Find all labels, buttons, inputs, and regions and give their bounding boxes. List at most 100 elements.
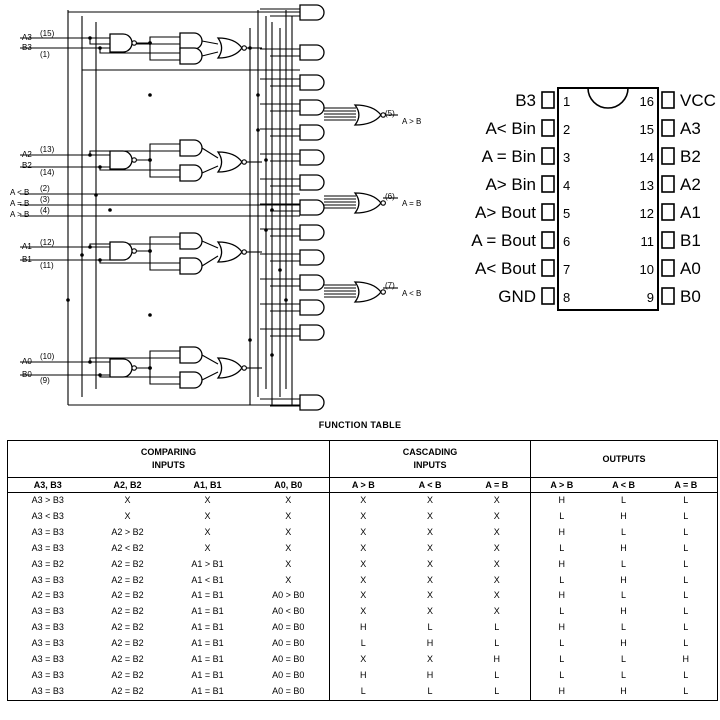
table-cell: X — [329, 652, 397, 668]
table-cell: X — [493, 526, 500, 537]
and-gate — [299, 74, 325, 91]
table-cell: X — [493, 495, 500, 505]
table-cell: L — [530, 652, 593, 668]
table-cell: A3 < B3 — [7, 508, 88, 525]
inverter-bubble — [380, 200, 386, 206]
pin-box-right — [661, 91, 675, 109]
table-cell: L — [654, 683, 719, 701]
and-gate — [299, 274, 325, 291]
table-cell: A3 = B3 — [7, 636, 88, 653]
and-gate — [109, 358, 133, 378]
and-gate — [109, 241, 133, 261]
pin-number-right: 9 — [647, 290, 654, 305]
column-header: A > B — [530, 477, 593, 493]
input-label-b1: B1 — [22, 255, 32, 264]
inverter-bubble — [241, 365, 247, 371]
table-cell: H — [530, 492, 593, 509]
table-cell: L — [621, 495, 627, 505]
and-gate — [299, 249, 325, 266]
table-cell: A0 > B0 — [272, 590, 305, 601]
junction-dot — [66, 298, 70, 302]
wire — [149, 43, 180, 61]
and-gate — [179, 371, 203, 389]
column-header: A = B — [463, 477, 531, 493]
table-cell: L — [530, 636, 593, 653]
input-label-a0: A0 — [22, 357, 32, 366]
wire — [201, 51, 219, 57]
pin-label-right: VCC — [680, 91, 716, 110]
wire — [201, 165, 219, 174]
table-cell: A3 = B3 — [7, 572, 88, 589]
input-label-a1: A1 — [22, 242, 32, 251]
input-label-altb-in: A < B — [10, 188, 29, 197]
table-cell: H — [620, 542, 627, 553]
output-pin-aeqb: (6) — [385, 192, 395, 201]
junction-dot — [278, 268, 282, 272]
table-cell: X — [204, 510, 211, 521]
pin-box-right — [661, 175, 675, 193]
table-cell: X — [493, 590, 500, 601]
table-cell: L — [621, 558, 627, 569]
input-pin-a2: (13) — [40, 145, 55, 154]
table-cell: A1 = B1 — [191, 590, 224, 601]
pin-number-left: 8 — [563, 290, 570, 305]
input-label-b0: B0 — [22, 370, 32, 379]
inverter-bubble — [241, 45, 247, 51]
table-cell: X — [329, 604, 397, 621]
table-cell: L — [654, 524, 719, 541]
junction-dot — [108, 208, 112, 212]
wire — [136, 36, 180, 44]
table-cell: A2 = B2 — [111, 638, 144, 649]
table-cell: L — [621, 590, 627, 601]
pin-label-right: A1 — [680, 203, 701, 222]
input-pin-agtb-in: (4) — [40, 206, 50, 215]
junction-dot — [248, 46, 252, 50]
column-header: A < B — [592, 477, 655, 493]
and-gate — [299, 394, 325, 411]
table-cell: A1 = B1 — [191, 669, 224, 680]
input-label-b2: B2 — [22, 161, 32, 170]
table-cell: L — [530, 667, 593, 684]
table-cell: L — [463, 683, 531, 701]
table-cell: L — [494, 669, 500, 680]
table-cell: L — [654, 604, 719, 621]
pin-label-right: A2 — [680, 175, 701, 194]
pin-box-right — [661, 147, 675, 165]
column-header: A2, B2 — [87, 477, 168, 493]
table-cell: X — [285, 558, 292, 569]
group-header-outputs: OUTPUTS — [530, 440, 719, 478]
pin-box-right — [661, 119, 675, 137]
wire — [149, 368, 180, 385]
pin-label-left: A< Bin — [485, 119, 536, 138]
table-cell: A1 = B1 — [191, 638, 224, 649]
table-cell: X — [285, 510, 292, 521]
input-pin-b1: (11) — [40, 261, 54, 270]
junction-dot — [88, 153, 92, 157]
inverter-bubble — [241, 249, 247, 255]
pin-number-right: 11 — [641, 234, 655, 249]
junction-dot — [88, 360, 92, 364]
and-gate — [299, 224, 325, 241]
table-cell: L — [530, 540, 593, 557]
table-cell: A3 = B3 — [7, 683, 88, 701]
table-cell: L — [329, 636, 397, 653]
pin-label-left: A = Bin — [482, 147, 536, 166]
table-cell: X — [329, 556, 397, 573]
column-header: A = B — [654, 477, 719, 493]
table-cell: X — [285, 495, 292, 505]
wire — [89, 150, 180, 155]
table-cell: H — [530, 588, 593, 605]
output-label-agtb: A > B — [402, 117, 421, 126]
table-cell: A2 = B3 — [7, 588, 88, 605]
junction-dot — [98, 373, 102, 377]
table-cell: H — [620, 574, 627, 585]
wire — [149, 251, 180, 271]
table-cell: A2 = B2 — [111, 654, 144, 665]
junction-dot — [148, 41, 152, 45]
and-gate — [299, 324, 325, 341]
junction-dot — [98, 165, 102, 169]
junction-dot — [98, 46, 102, 50]
